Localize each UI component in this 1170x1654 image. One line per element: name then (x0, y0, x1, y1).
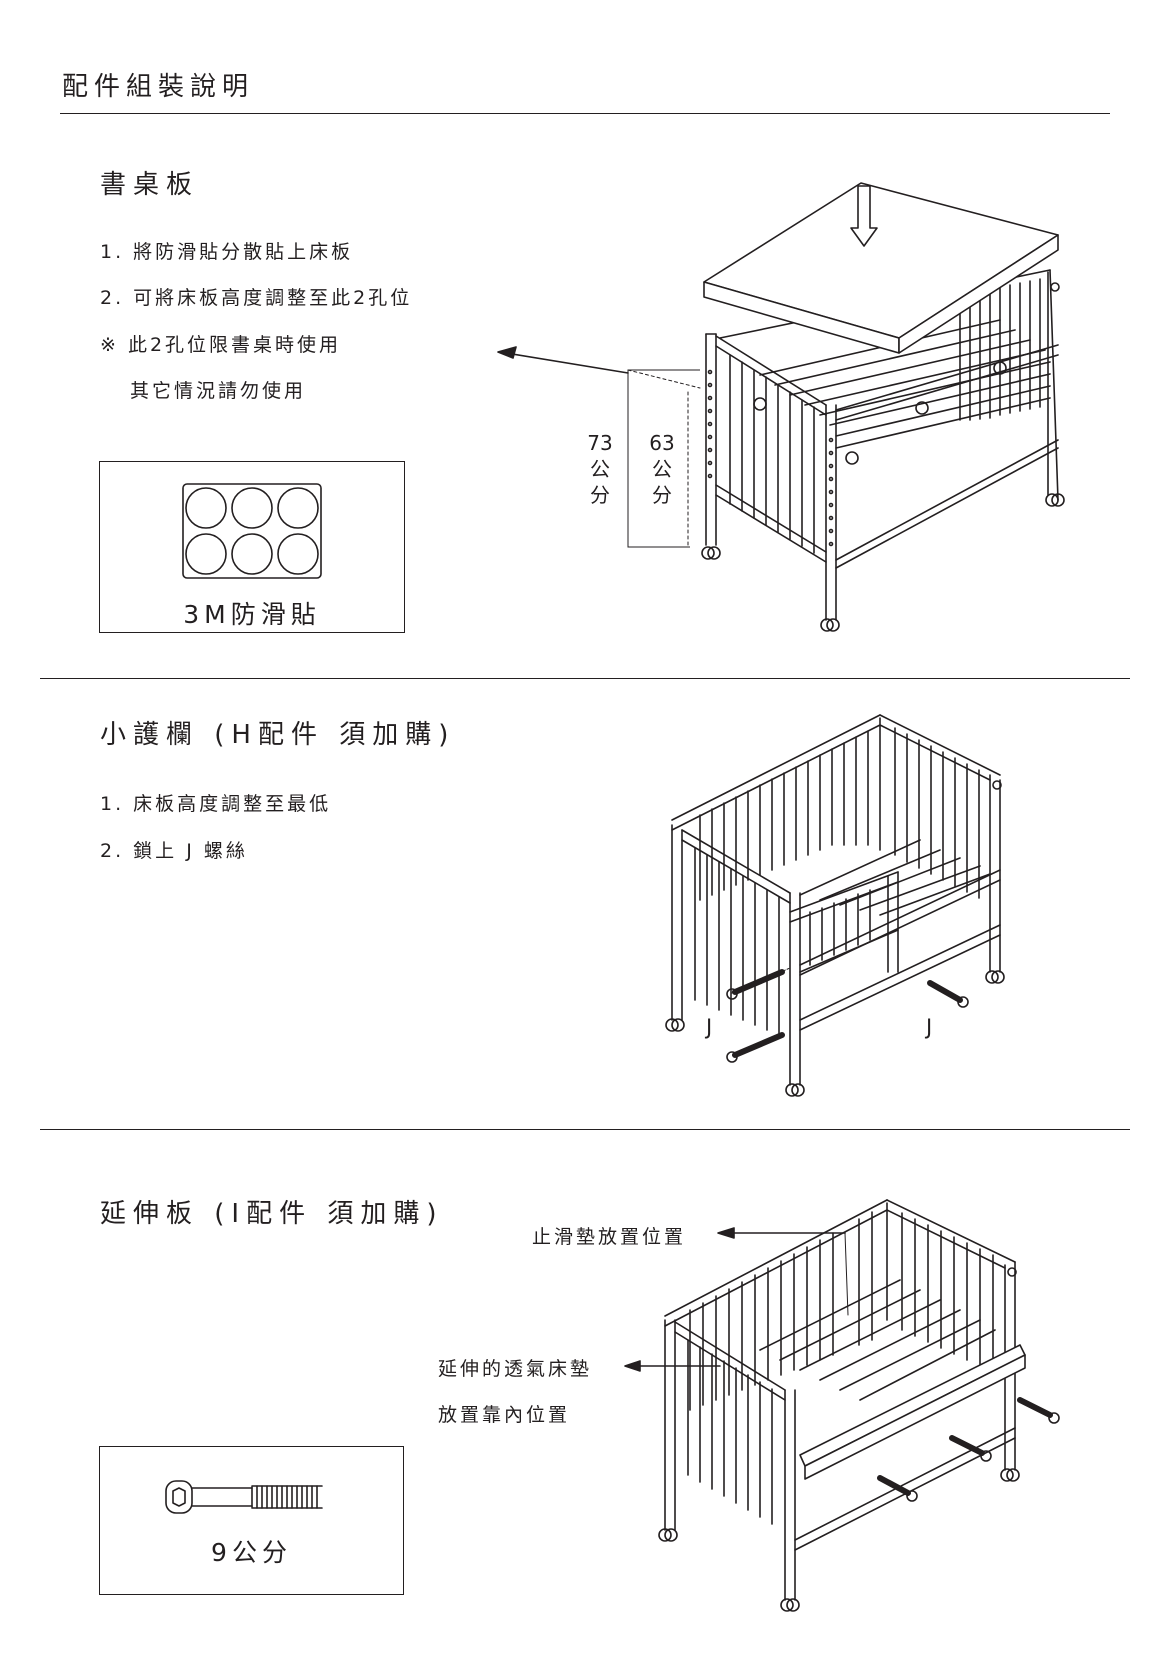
dimension-73: 73 公 分 (580, 430, 620, 508)
extension-bolt-2 (949, 1435, 992, 1462)
dimension-63: 63 公 分 (642, 430, 682, 508)
section-title-desk-board: 書桌板 (100, 170, 200, 200)
desk-step-2: 2. 可將床板高度調整至此2孔位 (100, 287, 413, 309)
anti-slip-pad-callout: 止滑墊放置位置 (532, 1226, 687, 1248)
section-divider-1 (40, 678, 1130, 679)
header-divider (60, 113, 1110, 114)
sticker-sheet-icon (182, 483, 322, 579)
section-divider-2 (40, 1129, 1130, 1130)
mattress-callout-line-1: 延伸的透氣床墊 (438, 1358, 593, 1380)
mattress-callout-line-2: 放置靠內位置 (438, 1404, 571, 1426)
j-screw-left-lower (726, 1032, 785, 1063)
dimension-73-value: 73 (587, 431, 613, 455)
down-arrow-icon (850, 185, 878, 247)
desk-step-1: 1. 將防滑貼分散貼上床板 (100, 241, 354, 263)
dimension-63-unit-1: 公 (652, 457, 672, 481)
extension-bolt-1 (877, 1475, 918, 1502)
desk-note-cont: 其它情況請勿使用 (130, 380, 307, 402)
j-screw-left (726, 969, 785, 1000)
bolt-length-caption: 9公分 (211, 1538, 292, 1567)
dimension-63-unit-2: 分 (652, 483, 672, 507)
section-title-extension-board: 延伸板 (I配件 須加購) (100, 1199, 444, 1229)
j-screw-right (927, 980, 969, 1008)
extension-bolt-3 (1017, 1397, 1060, 1424)
screw-label-j-left: J (706, 1015, 713, 1039)
guardrail-step-2: 2. 鎖上 J 螺絲 (100, 840, 248, 862)
section-title-small-guardrail: 小護欄 (H配件 須加購) (100, 720, 456, 750)
dimension-73-unit-2: 分 (590, 483, 610, 507)
guardrail-step-1: 1. 床板高度調整至最低 (100, 793, 332, 815)
dimension-63-value: 63 (649, 431, 675, 455)
desk-note: ※ 此2孔位限書桌時使用 (100, 334, 342, 356)
anti-slip-sticker-box: 3M防滑貼 (99, 461, 405, 633)
desk-board-crib-illustration (497, 182, 1065, 632)
dimension-73-unit-1: 公 (590, 457, 610, 481)
sticker-caption: 3M防滑貼 (183, 600, 321, 629)
bolt-spec-box: 9公分 (99, 1446, 404, 1595)
hex-bolt-icon (165, 1480, 323, 1514)
screw-label-j-right: J (926, 1015, 933, 1039)
page-title: 配件組裝說明 (62, 72, 255, 102)
